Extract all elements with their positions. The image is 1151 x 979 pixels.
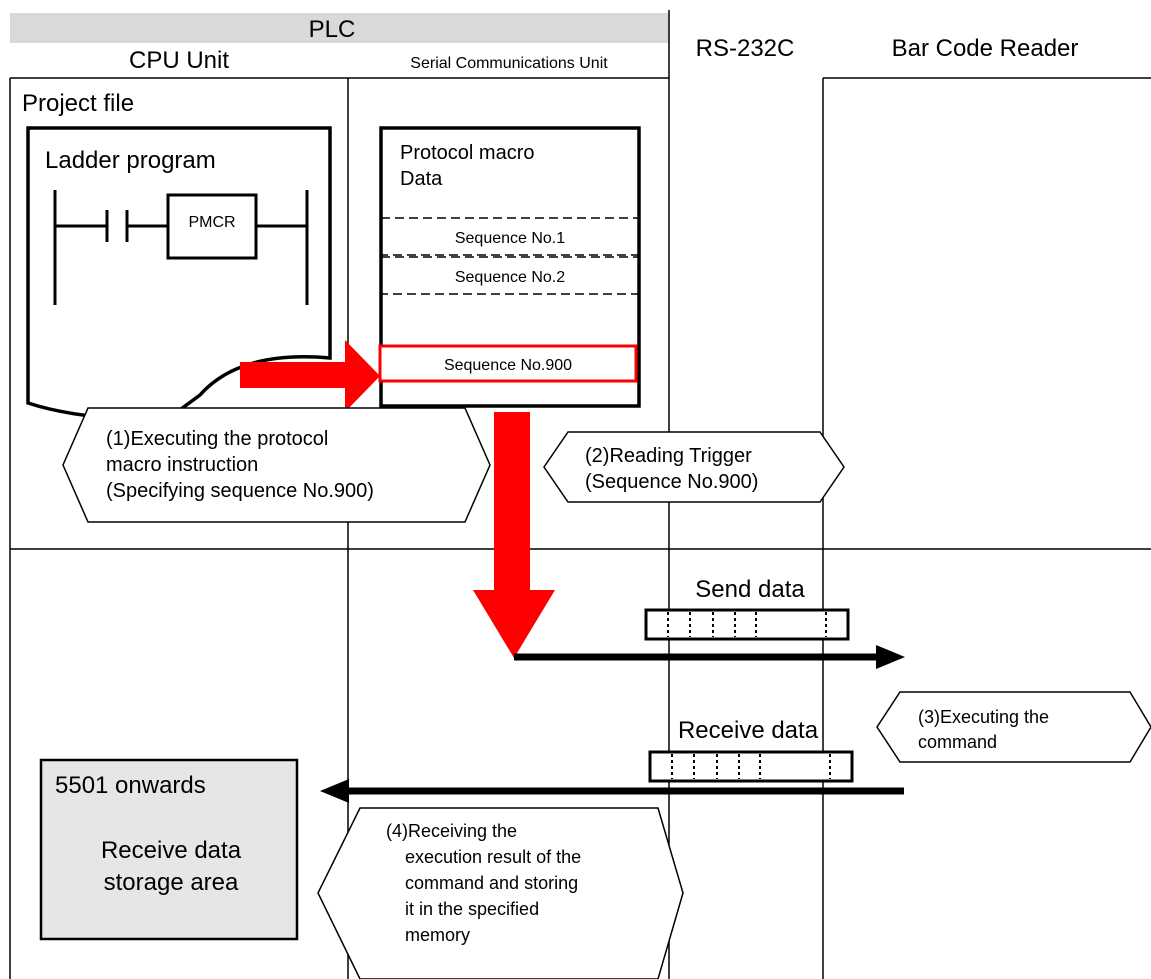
sequence-2-box <box>380 256 640 295</box>
callout-step4-line3: command and storing <box>405 873 578 893</box>
callout-step1-line3: (Specifying sequence No.900) <box>106 480 374 502</box>
project-file-title: Project file <box>22 90 134 117</box>
callout-step4 <box>317 807 684 979</box>
send-arrow <box>514 645 905 669</box>
frame-lines <box>9 10 1151 979</box>
storage-area-line2: storage area <box>104 869 239 896</box>
callout-step4-line5: memory <box>405 925 470 945</box>
callout-step4-line2: execution result of the <box>405 847 581 867</box>
serial-unit-label: Serial Communications Unit <box>410 55 608 72</box>
callout-step1-line1: (1)Executing the protocol <box>106 428 328 450</box>
red-arrow-to-sequence <box>240 340 380 412</box>
send-data-frame <box>644 608 850 641</box>
sequence-1-box <box>380 217 640 256</box>
cpu-unit-label: CPU Unit <box>129 47 229 74</box>
sequence-900-box <box>378 344 638 383</box>
sequence-2-label: Sequence No.2 <box>455 269 565 286</box>
sequence-1-label: Sequence No.1 <box>455 230 565 247</box>
callout-step1 <box>62 407 491 523</box>
callout-step3-line1: (3)Executing the <box>918 707 1049 727</box>
callout-step3-line2: command <box>918 732 997 752</box>
storage-area-line1: Receive data <box>101 837 242 864</box>
rs232c-label: RS-232C <box>696 35 795 62</box>
callout-step1-line2: macro instruction <box>106 454 258 476</box>
storage-address-label: 5501 onwards <box>55 772 206 799</box>
pmcr-label: PMCR <box>188 214 235 231</box>
callout-step2-line1: (2)Reading Trigger <box>585 445 752 467</box>
callout-step3 <box>876 691 1151 763</box>
callout-step2-line2: (Sequence No.900) <box>585 471 758 493</box>
ladder-program-label: Ladder program <box>45 147 216 174</box>
callout-step4-line4: it in the specified <box>405 899 539 919</box>
receive-data-frame <box>648 750 854 783</box>
send-data-label: Send data <box>695 576 805 603</box>
receive-data-label: Receive data <box>678 717 819 744</box>
receive-arrow <box>320 779 904 803</box>
callout-step2 <box>543 431 845 503</box>
ladder-rung <box>53 190 309 305</box>
protocol-macro-title-line1: Protocol macro <box>400 142 535 164</box>
callout-step4-line1: (4)Receiving the <box>386 821 517 841</box>
red-arrow-down <box>473 412 555 658</box>
protocol-macro-title-line2: Data <box>400 168 443 190</box>
plc-label: PLC <box>309 16 356 43</box>
sequence-900-label: Sequence No.900 <box>444 357 572 374</box>
bar-code-reader-label: Bar Code Reader <box>892 35 1079 62</box>
receive-storage-box <box>39 758 299 941</box>
plc-header-bar <box>10 13 669 43</box>
